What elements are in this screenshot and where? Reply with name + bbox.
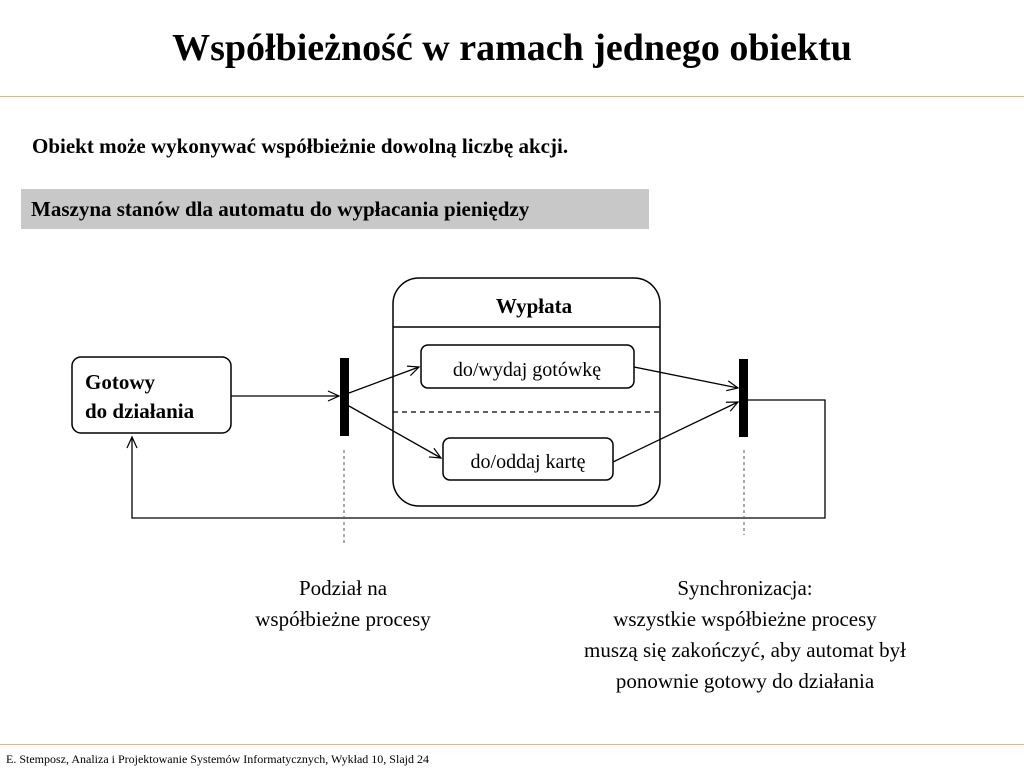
join-note-line3: muszą się zakończyć, aby automat był [584, 638, 906, 662]
ready-state-label-line2: do działania [85, 399, 195, 423]
join-note: Synchronizacja: wszystkie współbieżne pr… [520, 573, 970, 697]
join-note-line1: Synchronizacja: [677, 576, 813, 600]
ready-state: Gotowy do działania [71, 356, 232, 434]
title-divider [0, 96, 1024, 97]
transition-cash-to-join [633, 366, 740, 392]
transition-fork-to-card [348, 405, 443, 459]
fork-note-line1: Podział na [298, 576, 388, 600]
slide-footer: E. Stemposz, Analiza i Projektowanie Sys… [6, 752, 429, 766]
fork-note: Podział na współbieżne procesy [193, 573, 493, 635]
join-bar [739, 359, 748, 437]
fork-note-line2: współbieżne procesy [255, 607, 431, 631]
action-return-card: do/oddaj kartę [471, 451, 586, 473]
composite-state-wyplata: Wypłata do/wydaj gotówkę do/oddaj kartę [392, 277, 661, 507]
composite-state-name: Wypłata [496, 294, 573, 318]
fork-bar [340, 358, 349, 436]
join-note-line4: ponownie gotowy do działania [615, 669, 875, 693]
slide-title: Współbieżność w ramach jednego obiektu [172, 27, 852, 69]
action-dispense-cash: do/wydaj gotówkę [453, 359, 601, 381]
diagram-caption: Maszyna stanów dla automatu do wypłacani… [21, 189, 649, 229]
lead-text: Obiekt może wykonywać współbieżnie dowol… [32, 134, 569, 158]
footer-divider [0, 744, 1024, 745]
transition-card-to-join [612, 401, 740, 463]
join-note-line2: wszystkie współbieżne procesy [613, 607, 877, 631]
transition-join-to-ready [126, 399, 826, 519]
action-box-return-card [442, 437, 614, 481]
transition-fork-to-cash [348, 365, 421, 394]
action-box-dispense-cash [420, 344, 635, 389]
ready-state-label-line1: Gotowy [85, 370, 155, 394]
